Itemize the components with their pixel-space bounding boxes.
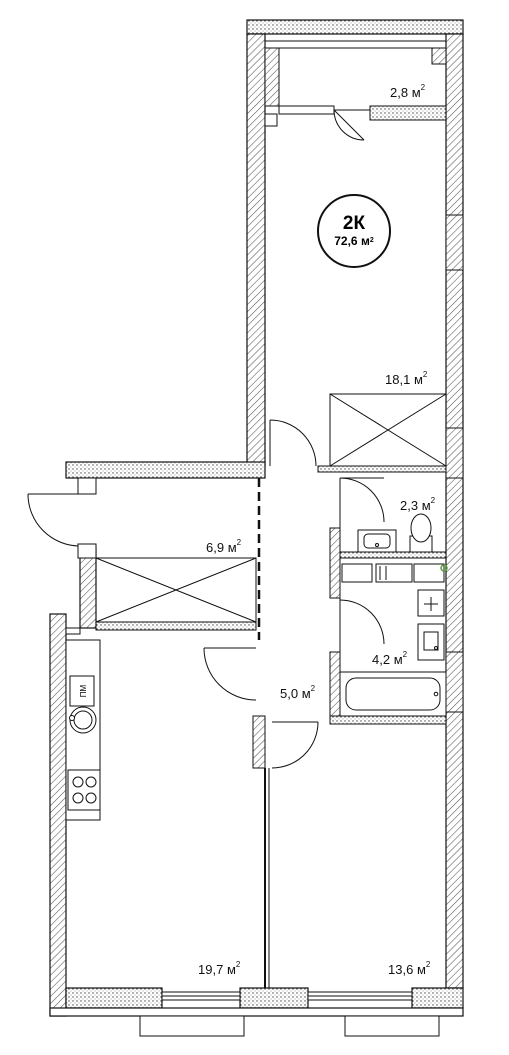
kitchen-fixtures: [65, 639, 101, 821]
apartment-type: 2К: [342, 213, 366, 234]
room-area-living-room: 18,1 м2: [385, 370, 428, 387]
room-area-balcony: 2,8 м2: [390, 83, 426, 100]
room-area-hallway: 6,9 м2: [206, 538, 242, 555]
room-area-bathroom: 4,2 м2: [372, 650, 408, 667]
balcony-door: [264, 105, 370, 141]
toilet-fixtures: [341, 513, 445, 583]
room-area-toilet: 2,3 м2: [400, 496, 436, 513]
bathroom-window: [445, 651, 464, 713]
cooktop: [67, 769, 101, 811]
balcony-window: [264, 33, 447, 121]
wardrobe-hallway: [95, 557, 257, 623]
bathroom-fixtures: [339, 589, 447, 717]
living-room-window: [445, 214, 464, 479]
apartment-total-area: 72,6 м2: [334, 234, 374, 248]
bottom-windows: [139, 991, 440, 1037]
room-area-bedroom: 13,6 м2: [388, 960, 431, 977]
interior-walls: [65, 465, 447, 988]
doors: [27, 419, 385, 769]
room-area-corridor: 5,0 м2: [280, 684, 316, 701]
room-area-kitchen: 19,7 м2: [198, 960, 241, 977]
accent-dot: [440, 564, 448, 572]
exterior-walls: [49, 19, 464, 1017]
wardrobe-living: [329, 393, 447, 467]
dishwasher-label: ПМ: [78, 684, 88, 698]
dishwasher: [69, 675, 95, 707]
apartment-summary-badge: 2К 72,6 м2: [317, 194, 391, 268]
